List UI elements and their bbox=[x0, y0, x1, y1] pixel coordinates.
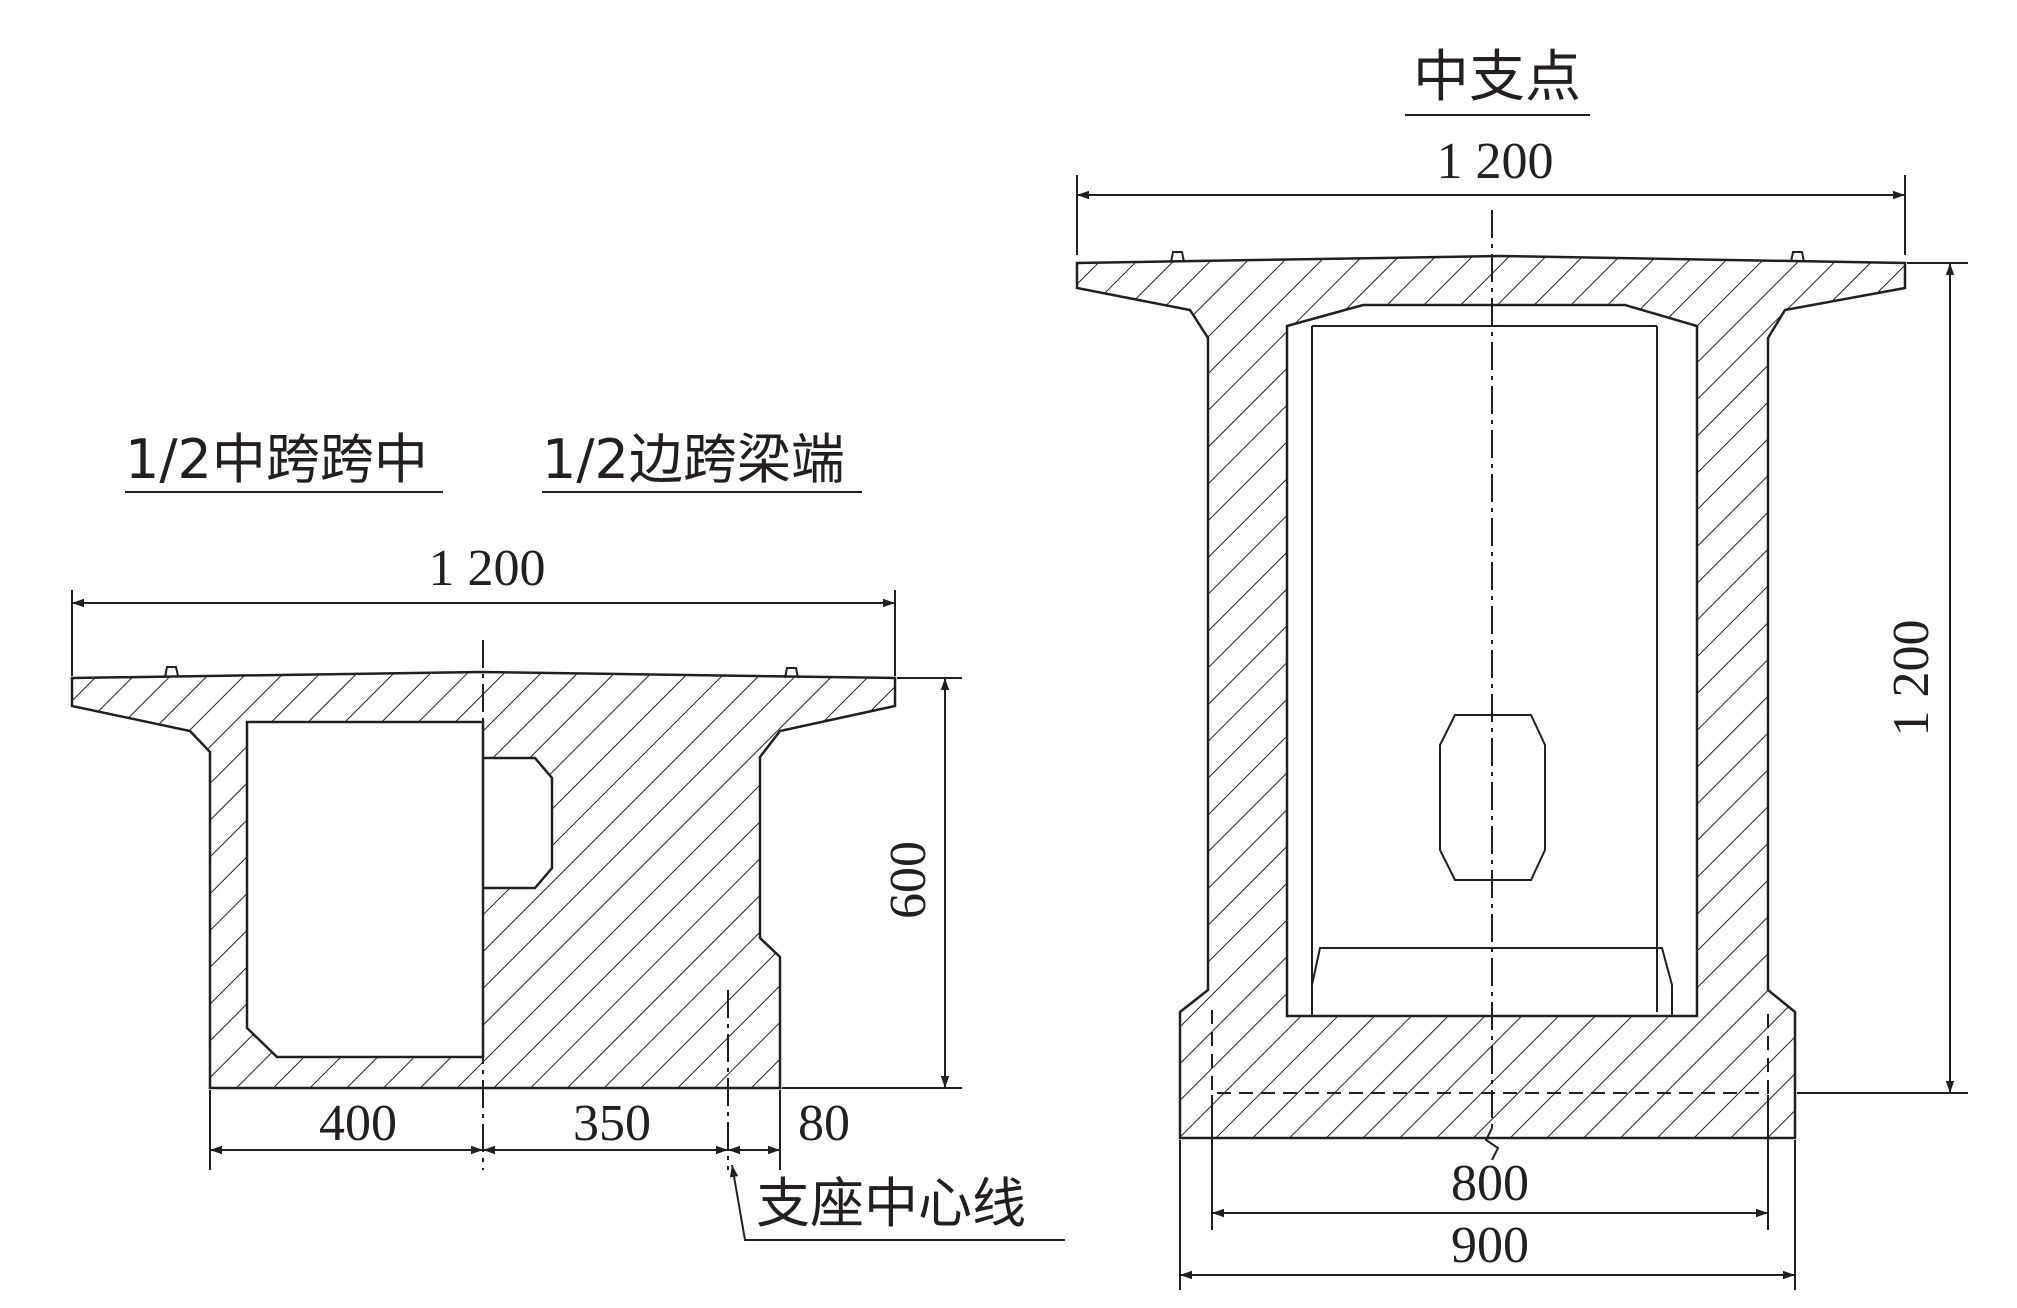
right-top-width-label: 1 200 bbox=[1437, 133, 1554, 190]
right-bottom-width-label: 900 bbox=[1451, 1217, 1529, 1274]
right-title: 中支点 bbox=[1413, 45, 1581, 110]
right-deck-nub-2 bbox=[1790, 251, 1805, 263]
title-right: 1/2边跨梁端 bbox=[542, 428, 845, 491]
bearing-leader-line bbox=[729, 1164, 1065, 1241]
dimension-b-label: 350 bbox=[573, 1095, 651, 1152]
right-void-bottom-haunch bbox=[1287, 947, 1673, 1017]
right-base-dashed-outline bbox=[1211, 1010, 1769, 1094]
left-deck-nub-1 bbox=[164, 666, 179, 678]
right-inner-width-label: 800 bbox=[1451, 1155, 1529, 1212]
right-cross-section: 中支点 1 200 1 200 800 900 bbox=[1075, 45, 1968, 1290]
right-deck-nub-1 bbox=[1170, 251, 1185, 263]
left-height-label: 600 bbox=[880, 841, 937, 919]
left-deck-nub-2 bbox=[784, 667, 799, 679]
left-top-width-label: 1 200 bbox=[429, 540, 546, 597]
dimension-c-label: 80 bbox=[798, 1095, 850, 1152]
right-center-break bbox=[1484, 1127, 1500, 1161]
bearing-label: 支座中心线 bbox=[756, 1172, 1026, 1235]
left-cross-section: 1/2中跨跨中 1/2边跨梁端 1 200 600 400 350 80 支座中… bbox=[70, 428, 1065, 1241]
dimension-a-label: 400 bbox=[319, 1095, 397, 1152]
right-height-label: 1 200 bbox=[1883, 620, 1940, 737]
title-left: 1/2中跨跨中 bbox=[125, 428, 428, 491]
